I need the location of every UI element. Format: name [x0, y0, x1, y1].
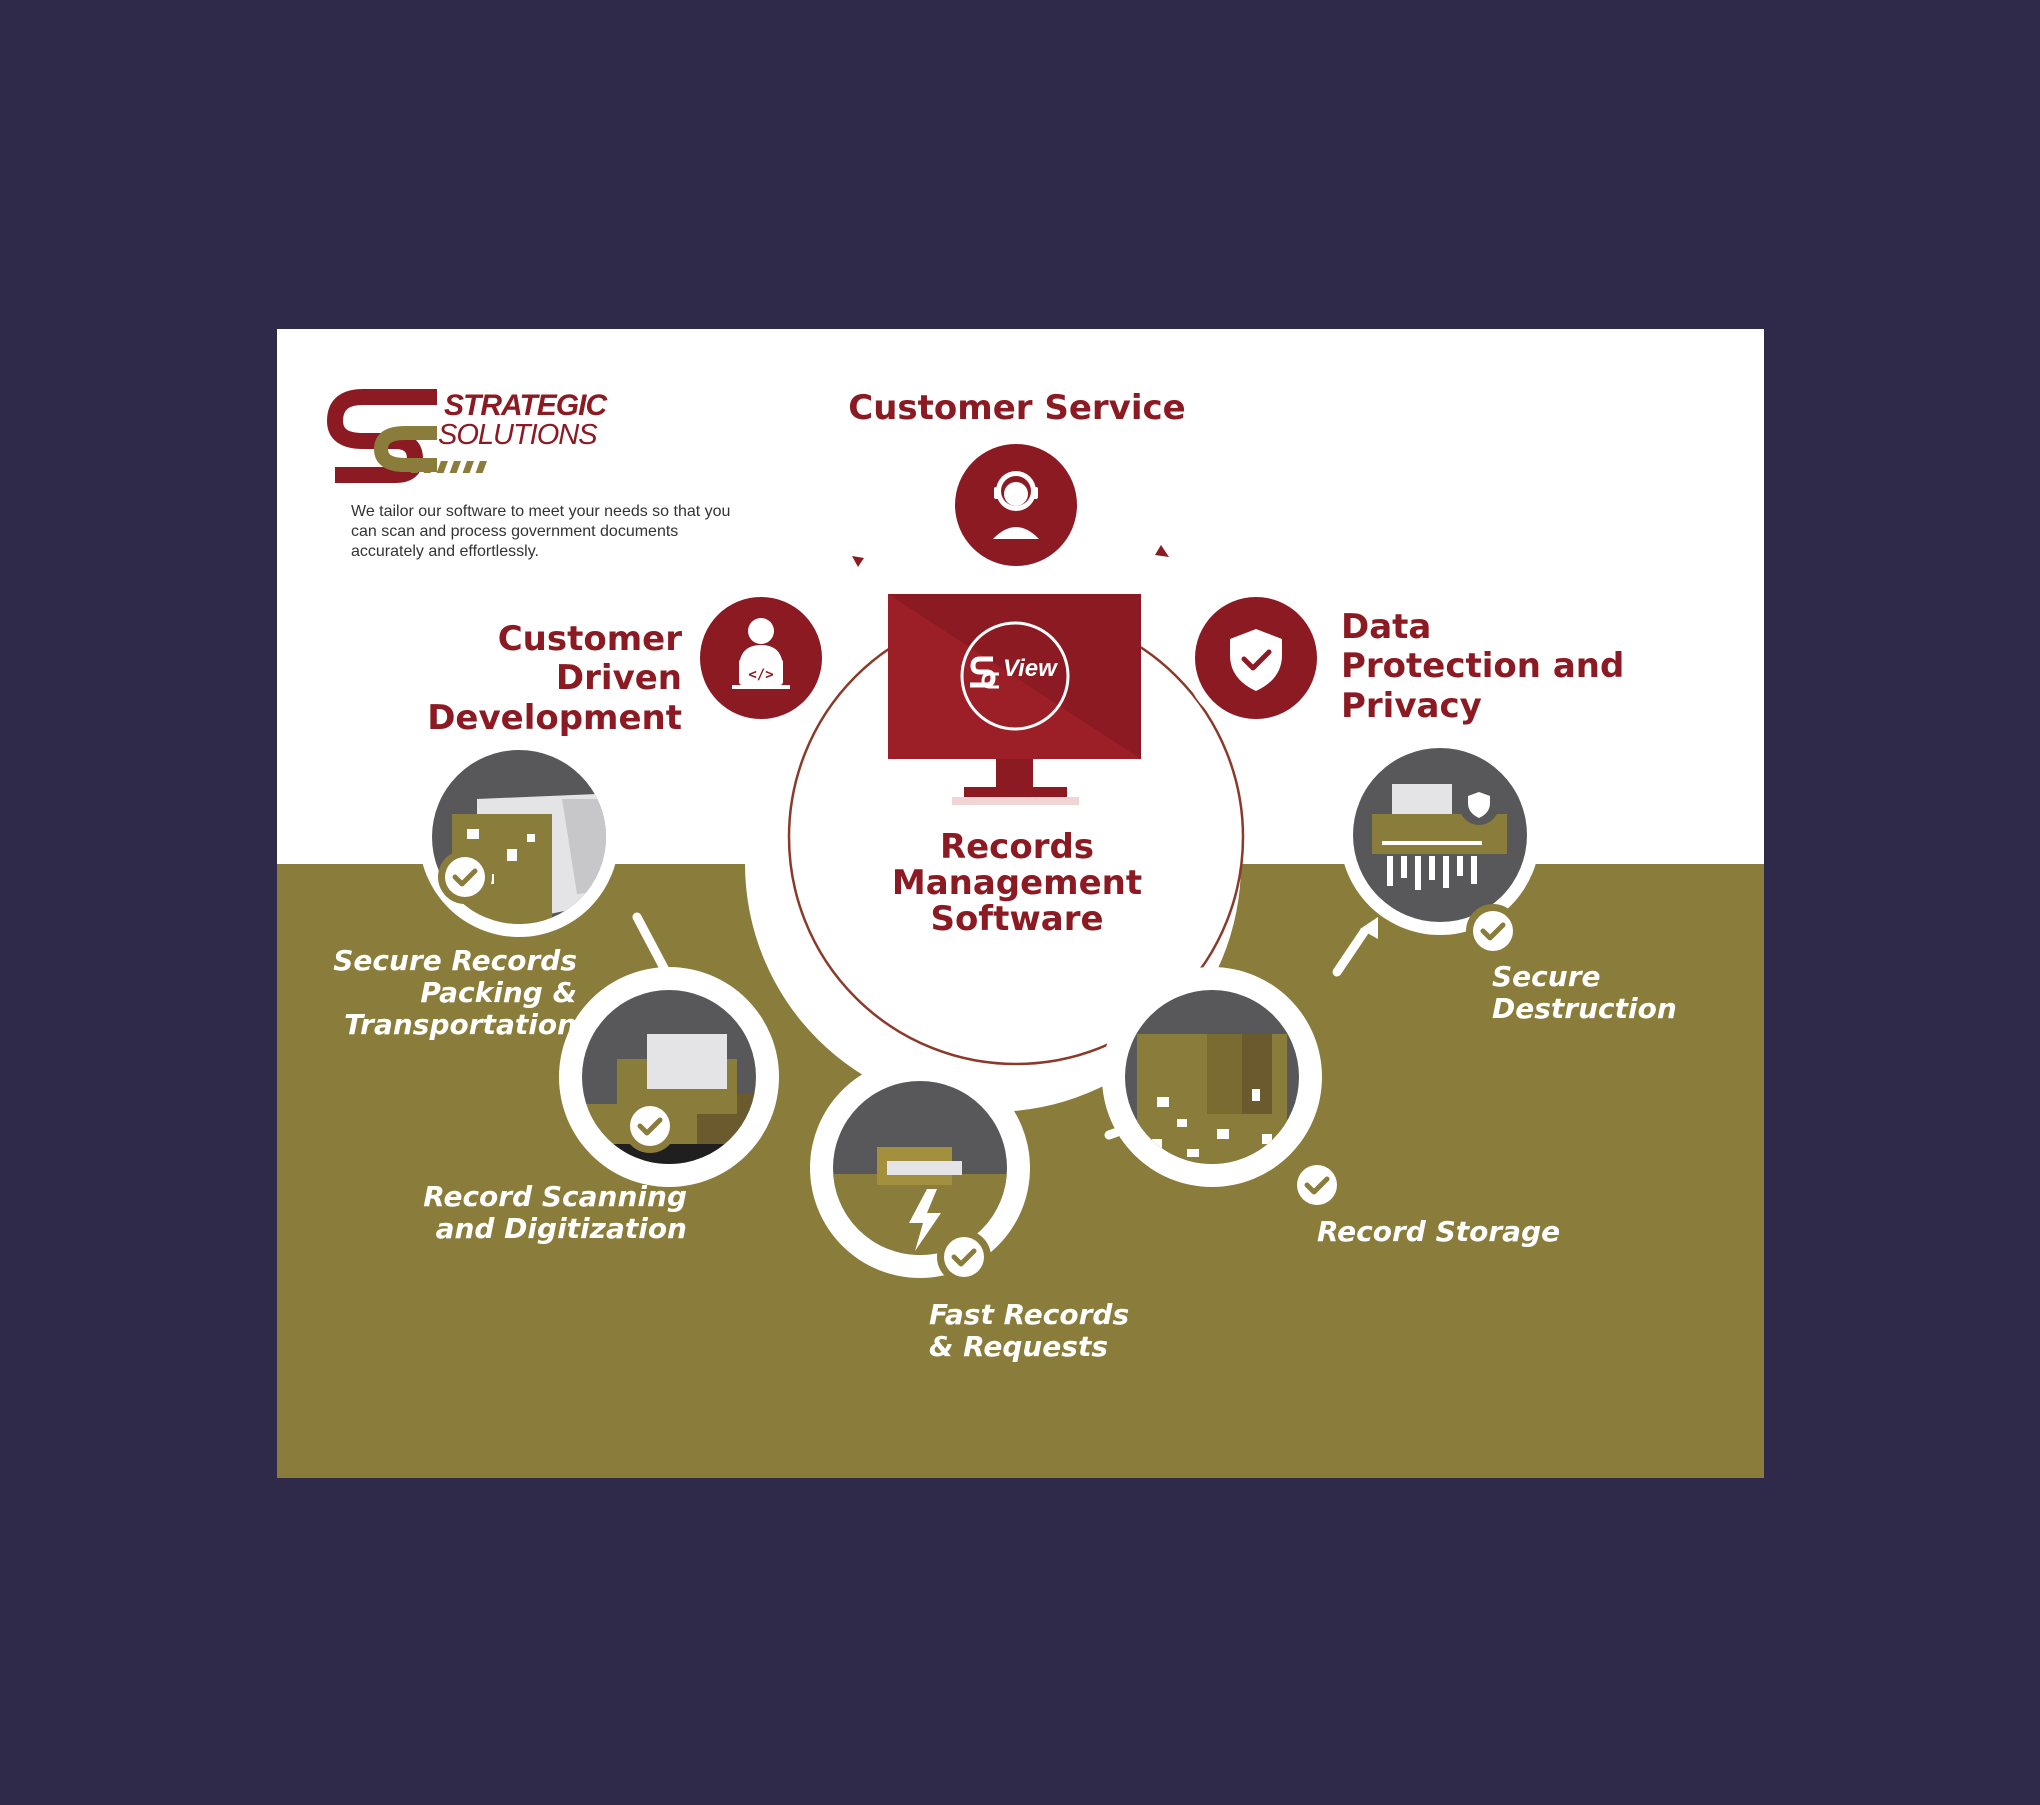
records-management-title: Records Management Software — [891, 827, 1143, 940]
scanning-label: Record Scanning and Digitization — [423, 1180, 687, 1246]
fast-records-label: Fast Records & Requests — [929, 1298, 1130, 1364]
step-packing-transport — [419, 737, 619, 937]
data-protection-node — [1195, 597, 1317, 719]
shield-check-icon — [1230, 629, 1282, 691]
step-destruction — [1340, 735, 1540, 958]
storage-label: Record Storage — [1317, 1215, 1561, 1248]
storage-boxes-icon — [1137, 1034, 1287, 1164]
customer-driven-development-node: </> — [700, 597, 822, 719]
developer-laptop-icon: </> — [732, 618, 790, 689]
brand-logo: STRATEGIC SOLUTIONS — [438, 389, 607, 450]
customer-service-node — [955, 444, 1077, 566]
cycle-arrow-right — [1155, 545, 1169, 557]
step-scanning — [559, 967, 779, 1187]
arrow-head-4 — [1360, 917, 1378, 939]
customer-service-label: Customer Service — [848, 388, 1186, 428]
step-storage — [1102, 967, 1344, 1212]
svg-text:</>: </> — [748, 667, 773, 683]
customer-service-agent-icon — [993, 471, 1039, 539]
logo-line-solutions: SOLUTIONS — [438, 419, 598, 451]
packing-transport-label: Secure Records Packing & Transportation — [333, 944, 577, 1042]
process-diagram: </> — [326, 389, 1540, 1284]
logo-mark — [326, 389, 487, 483]
monitor-icon — [888, 594, 1141, 805]
data-protection-label: Data Protection and Privacy — [1341, 607, 1625, 726]
sview-badge-mark — [970, 656, 999, 689]
destruction-label: Secure Destruction — [1492, 960, 1677, 1026]
infographic-card: </> — [277, 329, 1764, 1478]
logo-line-strategic: STRATEGIC — [444, 389, 607, 422]
customer-driven-development-label: Customer Driven Development — [427, 619, 682, 738]
cycle-arrow-left — [852, 556, 864, 567]
tagline: We tailor our software to meet your need… — [351, 503, 731, 560]
step-fast-records — [810, 1058, 1030, 1284]
shredder-icon — [1372, 784, 1507, 890]
product-badge-label: View — [1003, 655, 1057, 682]
